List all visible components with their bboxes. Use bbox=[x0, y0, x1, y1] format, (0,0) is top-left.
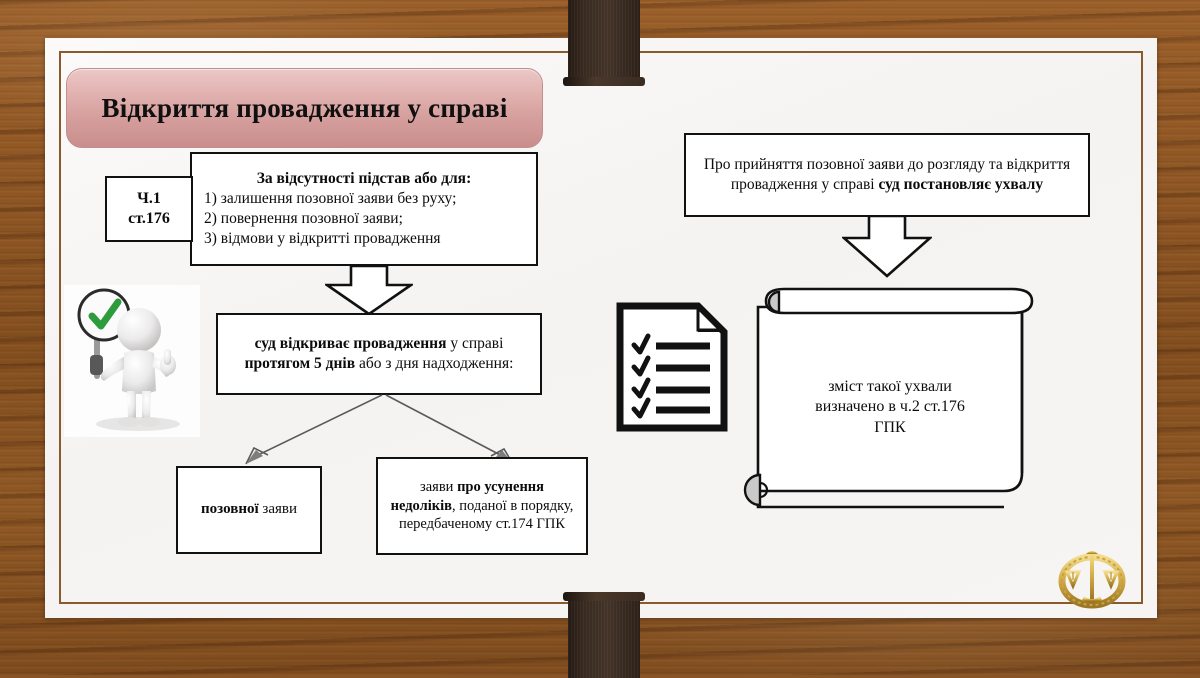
page-title-text: Відкриття провадження у справі bbox=[101, 92, 508, 123]
grounds-item-3: 3) відмови у відкритті провадження bbox=[204, 229, 441, 247]
block-down-arrow-left bbox=[325, 266, 413, 316]
scroll-parchment: зміст такої ухвали визначено в ч.2 ст.17… bbox=[740, 277, 1040, 517]
ruling-seg2: суд постановляє ухвалу bbox=[878, 176, 1044, 193]
grounds-item-1: 1) залишення позовної заяви без руху; bbox=[204, 190, 457, 208]
court-opens-seg2: у справі bbox=[446, 335, 504, 353]
thin-arrow-left-fill bbox=[246, 450, 263, 464]
scroll-line-2: визначено в ч.2 ст.176 bbox=[815, 398, 965, 416]
claim-bold: позовної bbox=[201, 501, 259, 518]
thin-arrow-left-line bbox=[251, 394, 383, 459]
thin-arrow-left-head bbox=[245, 446, 269, 465]
page-title: Відкриття провадження у справі bbox=[66, 68, 543, 148]
scroll-text: зміст такої ухвали визначено в ч.2 ст.17… bbox=[764, 377, 1016, 438]
grounds-header-bold: За відсутності підстав або bbox=[256, 170, 438, 188]
defects-text: заяви про усунення недоліків, поданої в … bbox=[386, 478, 578, 534]
grounds-header-colon: : bbox=[466, 170, 472, 188]
3d-person-checkmark-icon bbox=[64, 285, 200, 437]
ruling-text: Про прийняття позовної заяви до розгляду… bbox=[694, 155, 1080, 195]
defects-seg2: про усунення недоліків bbox=[390, 479, 544, 514]
court-opens-seg3: протягом 5 днів bbox=[244, 355, 356, 372]
claim-text: позовної заяви bbox=[186, 500, 312, 519]
scroll-line-1: зміст такої ухвали bbox=[828, 378, 952, 395]
checklist-icon bbox=[612, 300, 734, 435]
scroll-line-3: ГПК bbox=[874, 418, 906, 436]
thin-arrow-right-line bbox=[385, 394, 507, 459]
grounds-header-rest: для bbox=[441, 170, 467, 188]
block-down-arrow-right bbox=[842, 216, 932, 278]
defects-removal-box: заяви про усунення недоліків, поданої в … bbox=[376, 457, 588, 555]
ruling-seg1: Про прийняття позовної заяви до розгляду… bbox=[703, 156, 1071, 193]
article-ref-line2: ст.176 bbox=[128, 210, 170, 227]
ribbon-cap-bottom bbox=[563, 592, 645, 601]
grounds-box: За відсутності підстав або для: 1) залиш… bbox=[190, 152, 538, 266]
court-ruling-box: Про прийняття позовної заяви до розгляду… bbox=[684, 133, 1090, 217]
grounds-header: За відсутності підстав або для: bbox=[198, 169, 530, 189]
claim-rest: заяви bbox=[258, 501, 297, 518]
defects-seg1: заяви bbox=[419, 479, 458, 496]
decorative-ribbon-bottom bbox=[563, 592, 645, 678]
claim-statement-box: позовної заяви bbox=[176, 466, 322, 554]
court-opens-seg4: або з дня надходження: bbox=[355, 355, 514, 372]
court-opens-text: суд відкриває провадження у справі протя… bbox=[226, 334, 532, 374]
decorative-ribbon-top bbox=[563, 0, 645, 86]
ribbon-cap-top bbox=[563, 77, 645, 86]
court-opens-proceedings-box: суд відкриває провадження у справі протя… bbox=[216, 313, 542, 395]
court-opens-seg1: суд відкриває провадження bbox=[254, 335, 447, 353]
grounds-item-2: 2) повернення позовної заяви; bbox=[204, 210, 403, 227]
article-reference-box: Ч.1 ст.176 bbox=[105, 176, 193, 242]
defects-seg3: , поданої в порядку, передбаченому ст.17… bbox=[398, 497, 574, 533]
article-ref-line1: Ч.1 bbox=[137, 189, 161, 207]
justice-scales-emblem-icon bbox=[1053, 548, 1131, 610]
